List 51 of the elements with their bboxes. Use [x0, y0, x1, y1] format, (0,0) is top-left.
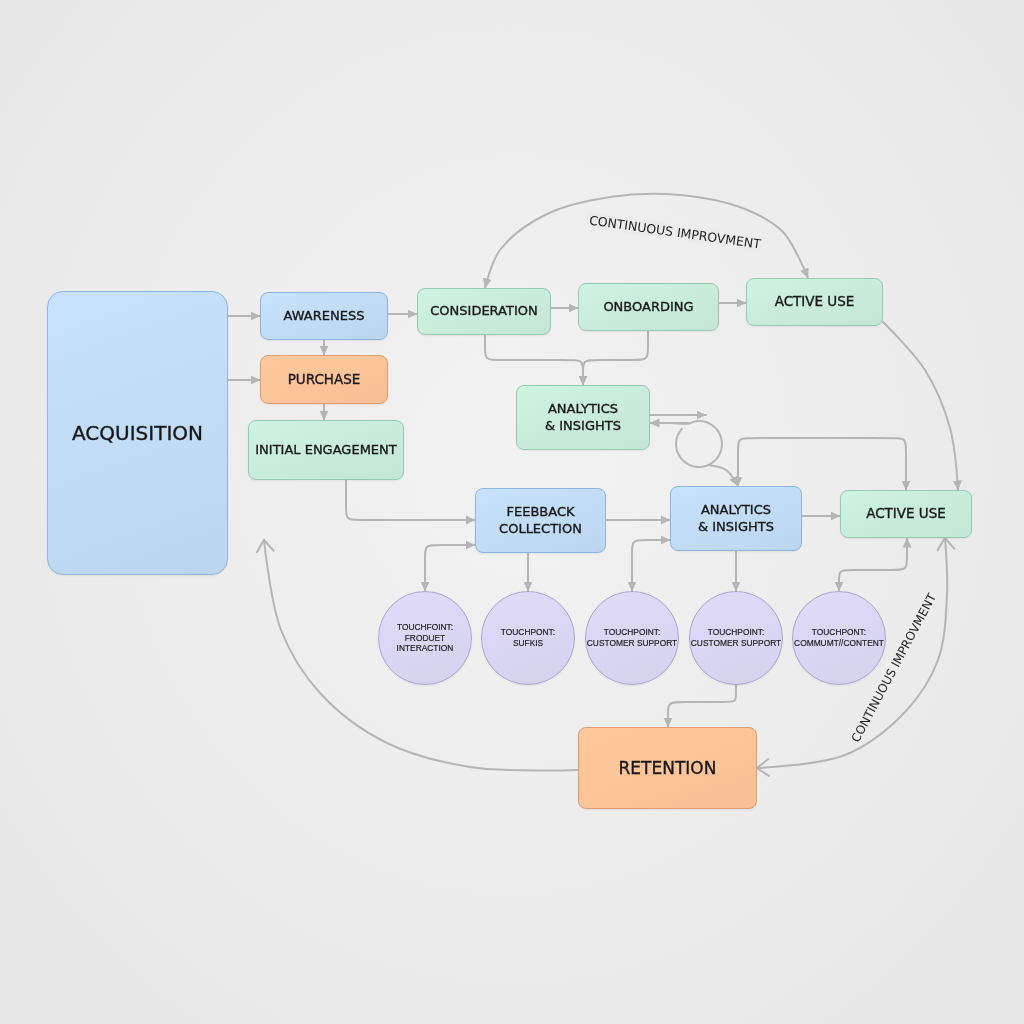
stage-label: ACTIVE USE	[773, 293, 856, 311]
stage-box	[248, 420, 404, 480]
arrow	[387, 309, 418, 319]
stage-label: ANALYTICS & INSIGHTS	[544, 400, 622, 435]
stage-label: ANALYTICS & INSIGHTS	[697, 501, 775, 536]
stage-box	[578, 727, 757, 809]
arrow	[227, 375, 261, 385]
stage-label: FEEBBACK COLLECTION	[498, 503, 583, 538]
arrow	[550, 303, 579, 313]
arrow	[731, 550, 741, 592]
arrow	[605, 515, 671, 525]
stage-label: AWARENESS	[282, 307, 366, 325]
touchpoint-label: TOUCHPOINT: CUSTOMER SUPPORT	[585, 627, 679, 649]
stage-box	[475, 488, 606, 553]
arrow	[319, 403, 329, 421]
stage-label: RETENTION	[617, 756, 718, 780]
stage-box	[746, 278, 883, 326]
stage-label: CONSIDERATION	[429, 303, 539, 320]
stage-label: ACQUISITION	[71, 420, 204, 446]
stage-box	[840, 490, 972, 538]
stage-box	[516, 385, 650, 450]
arrow	[227, 311, 261, 321]
arrow	[319, 339, 329, 356]
arrow	[801, 511, 841, 521]
arrow	[345, 479, 476, 525]
curved-arrow	[255, 539, 579, 772]
stage-box	[47, 291, 228, 575]
curved-double-arrow	[756, 537, 956, 778]
touchpoint-label: TOUCHPOINT: CUSTOMER SUPPORT	[689, 627, 783, 649]
double-arrow	[420, 540, 476, 592]
touchpoint-label: TOUCHPONT: SUFKIS	[499, 627, 557, 649]
loop-arrow	[649, 420, 739, 487]
arrow	[649, 410, 707, 420]
double-arrow	[627, 535, 671, 592]
arrow	[663, 684, 737, 728]
stage-box	[260, 355, 388, 404]
touchpoint-label: TOUCHFOINT: FRODUET INTERACTION	[395, 621, 455, 655]
stage-label: ONBOARDING	[602, 298, 695, 316]
arrow	[718, 298, 747, 308]
double-arrow	[834, 537, 912, 592]
arrow	[523, 552, 533, 592]
stage-label: PURCHASE	[286, 370, 362, 389]
stage-box	[578, 283, 719, 331]
stage-label: INITIAL ENGAGEMENT	[254, 441, 398, 459]
stage-label: ACTIVE USE	[865, 505, 947, 523]
stage-box	[417, 288, 551, 335]
curved-double-arrow	[482, 192, 809, 289]
curved-arrow	[882, 321, 962, 491]
arrow	[578, 330, 649, 386]
stage-box	[260, 292, 388, 340]
stage-box	[670, 486, 802, 551]
